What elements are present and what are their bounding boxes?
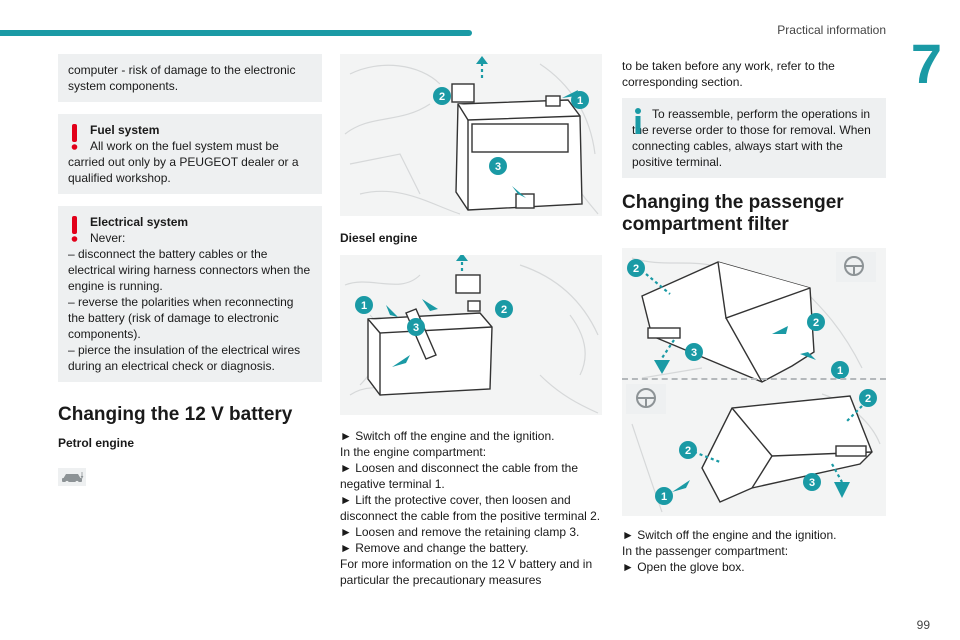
intro-note: computer - risk of damage to the electro…	[58, 54, 322, 102]
step-line: ► Loosen and disconnect the cable from t…	[340, 461, 579, 491]
filter-removal-figure-bottom: 2 2 3 1	[622, 384, 886, 516]
electrical-note-item: – pierce the insulation of the electrica…	[68, 343, 301, 373]
battery-drawing	[451, 83, 583, 211]
step-line: ► Remove and change the battery.	[340, 541, 529, 555]
warning-icon	[71, 124, 78, 150]
callout-2-badge: 2	[807, 313, 825, 331]
battery-steps: ► Switch off the engine and the ignition…	[340, 428, 602, 588]
callout-3-badge: 3	[685, 343, 703, 361]
page-number: 99	[916, 618, 930, 632]
electrical-note-item: – reverse the polarities when reconnecti…	[68, 295, 294, 341]
step-line: For more information on the 12 V battery…	[340, 557, 593, 587]
column-right: to be taken before any work, refer to th…	[622, 54, 886, 393]
glovebox-drawing	[701, 395, 873, 503]
step-line: ► Switch off the engine and the ignition…	[340, 429, 555, 443]
callout-2-badge: 2	[679, 441, 697, 459]
info-note-text: To reassemble, perform the operations in…	[632, 107, 871, 169]
step-line: In the engine compartment:	[340, 445, 487, 459]
callout-1-badge: 1	[655, 487, 673, 505]
callout-2-badge: 2	[433, 87, 451, 105]
diesel-engine-label: Diesel engine	[340, 231, 418, 245]
header-accent-bar	[0, 30, 472, 36]
car-icon	[58, 468, 86, 486]
step-line: ► Loosen and remove the retaining clamp …	[340, 525, 580, 539]
electrical-note-lead: Never:	[90, 231, 126, 245]
callout-3-badge: 3	[489, 157, 507, 175]
svg-text:3: 3	[809, 477, 815, 489]
callout-1-badge: 1	[571, 91, 589, 109]
warning-icon	[71, 216, 78, 242]
svg-text:2: 2	[813, 317, 819, 329]
svg-text:1: 1	[661, 491, 667, 503]
callout-2-badge: 2	[859, 389, 877, 407]
fuel-warning-note: Fuel system All work on the fuel system …	[58, 114, 322, 194]
filter-section-title: Changing the passenger compartment filte…	[622, 192, 844, 235]
svg-text:1: 1	[837, 365, 843, 377]
intro-note-text: computer - risk of damage to the electro…	[68, 63, 296, 93]
column-right-lower: 2 2 3 1 ► Switch off the engine and the …	[622, 384, 886, 575]
svg-text:2: 2	[685, 445, 691, 457]
column-left: computer - risk of damage to the electro…	[58, 54, 322, 491]
fuel-note-text: All work on the fuel system must be carr…	[68, 139, 299, 185]
electrical-note-title: Electrical system	[90, 215, 189, 229]
callout-1-badge: 1	[831, 361, 849, 379]
diesel-battery-figure: 1 2 3	[340, 253, 602, 415]
chapter-number: 7	[910, 32, 942, 95]
step-line: ► Switch off the engine and the ignition…	[622, 528, 837, 542]
svg-text:2: 2	[501, 304, 507, 316]
petrol-battery-figure: 2 1 3	[340, 54, 602, 216]
callout-3-badge: 3	[407, 318, 425, 336]
continued-text: to be taken before any work, refer to th…	[622, 59, 835, 89]
filter-removal-figure-top: 2 2 3 1	[622, 248, 886, 388]
column-middle: 2 1 3 Diesel engine 1 2 3 ► Switch off t…	[340, 54, 602, 588]
header-title: Practical information	[777, 23, 886, 37]
svg-text:2: 2	[439, 91, 445, 103]
step-line: In the passenger compartment:	[622, 544, 789, 558]
steering-wheel-icon	[836, 252, 876, 282]
svg-text:1: 1	[361, 300, 367, 312]
callout-2-badge: 2	[627, 259, 645, 277]
svg-text:3: 3	[495, 161, 501, 173]
svg-text:2: 2	[865, 393, 871, 405]
reassembly-info-note: To reassemble, perform the operations in…	[622, 98, 886, 178]
figure-divider	[622, 378, 886, 380]
svg-text:2: 2	[633, 263, 639, 275]
electrical-note-item: – disconnect the battery cables or the e…	[68, 247, 311, 293]
svg-text:1: 1	[577, 95, 583, 107]
info-icon	[635, 108, 641, 134]
svg-text:3: 3	[691, 347, 697, 359]
callout-3-badge: 3	[803, 473, 821, 491]
glovebox-drawing	[641, 261, 815, 383]
petrol-engine-label: Petrol engine	[58, 436, 135, 450]
filter-steps: ► Switch off the engine and the ignition…	[622, 527, 886, 575]
svg-text:3: 3	[413, 322, 419, 334]
callout-1-badge: 1	[355, 296, 373, 314]
fuel-note-title: Fuel system	[90, 123, 160, 137]
step-line: ► Lift the protective cover, then loosen…	[340, 493, 601, 523]
step-line: ► Open the glove box.	[622, 560, 745, 574]
steering-wheel-icon	[626, 384, 666, 414]
electrical-warning-note: Electrical system Never: – disconnect th…	[58, 206, 322, 382]
battery-section-title: Changing the 12 V battery	[58, 404, 293, 425]
callout-2-badge: 2	[495, 300, 513, 318]
